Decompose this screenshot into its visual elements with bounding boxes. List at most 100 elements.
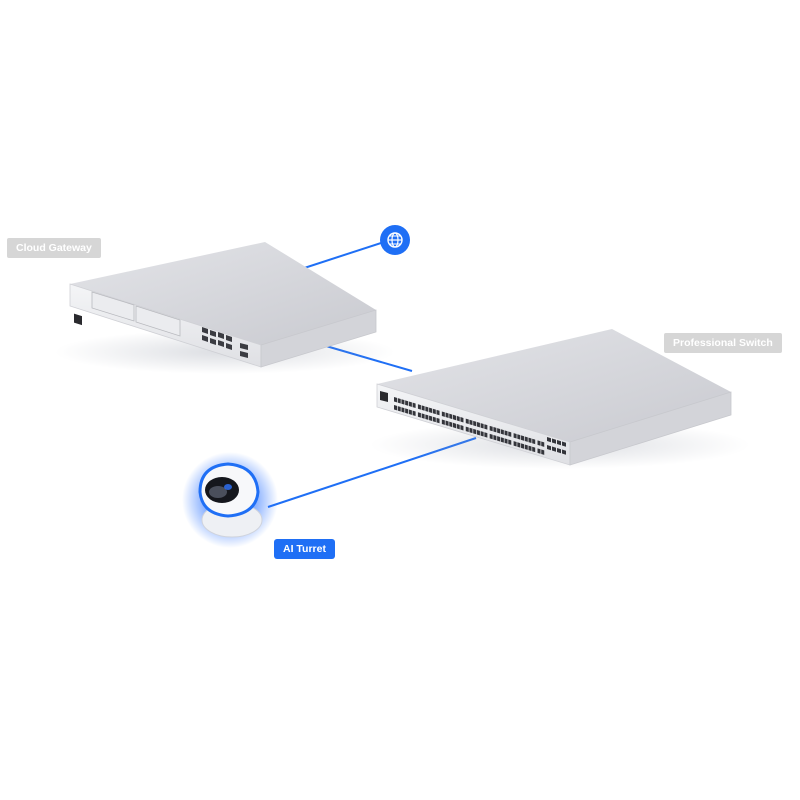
switch-power-port xyxy=(380,391,388,402)
link-gateway-internet xyxy=(291,241,385,273)
switch-port xyxy=(508,431,512,437)
switch-port xyxy=(401,399,405,405)
switch-port xyxy=(456,423,460,430)
switch-port xyxy=(508,439,512,445)
switch-port xyxy=(441,411,445,417)
switch-port xyxy=(425,414,429,420)
switch-port xyxy=(521,435,525,441)
gateway-ports xyxy=(202,327,248,358)
switch-port xyxy=(453,422,456,429)
switch-port xyxy=(497,428,501,434)
switch-port xyxy=(394,405,397,411)
switch-ports xyxy=(394,397,566,455)
globe-icon xyxy=(380,225,410,255)
switch-port xyxy=(532,438,536,445)
switch-sfp-port xyxy=(557,440,561,446)
switch-port xyxy=(473,428,477,435)
switch-port xyxy=(449,413,453,420)
switch-port xyxy=(484,432,488,438)
label-ai-turret: AI Turret xyxy=(274,539,335,559)
switch-sfp-port xyxy=(562,449,566,455)
switch-sfp-port xyxy=(547,445,551,451)
switch-sfp-port xyxy=(552,446,556,452)
switch-port xyxy=(489,425,493,432)
switch-port xyxy=(504,430,508,436)
switch-port xyxy=(405,408,409,414)
label-cloud-gateway: Cloud Gateway xyxy=(7,238,101,258)
switch-port xyxy=(436,409,440,416)
switch-port xyxy=(524,444,528,450)
switch-sfp-port xyxy=(562,441,566,447)
switch-port xyxy=(421,413,425,419)
switch-sfp-port xyxy=(547,437,551,443)
switch-port xyxy=(417,412,421,418)
switch-port xyxy=(473,420,477,427)
switch-port xyxy=(421,405,425,411)
switch-port xyxy=(476,430,480,436)
switch-port xyxy=(500,429,504,435)
switch-port xyxy=(484,424,488,430)
switch-port xyxy=(476,422,480,428)
switch-port xyxy=(432,408,436,415)
switch-port xyxy=(432,416,436,423)
switch-port xyxy=(532,446,536,453)
gateway-power-port xyxy=(74,313,82,326)
switch-port xyxy=(524,436,528,442)
switch-port xyxy=(537,440,541,446)
switch-port xyxy=(408,409,412,415)
switch-port xyxy=(429,407,433,413)
switch-port xyxy=(397,398,401,404)
drive-bay-1 xyxy=(91,291,135,322)
switch-port xyxy=(469,419,473,426)
switch-port xyxy=(460,417,464,423)
switch-port xyxy=(528,437,532,443)
switch-port xyxy=(517,442,521,448)
switch-port xyxy=(493,427,497,433)
switch-port xyxy=(480,431,484,437)
switch-port xyxy=(465,426,469,433)
switch-port xyxy=(456,415,460,422)
switch-port xyxy=(521,443,525,449)
switch-port xyxy=(441,419,445,425)
switch-port xyxy=(408,401,412,407)
cloud-gateway-device xyxy=(55,242,395,374)
switch-port xyxy=(513,441,517,447)
switch-port xyxy=(425,406,429,412)
switch-port xyxy=(394,397,397,403)
switch-port xyxy=(397,406,401,412)
drive-bay-2 xyxy=(135,305,181,337)
switch-port xyxy=(500,437,504,443)
switch-port xyxy=(541,449,545,455)
switch-port xyxy=(541,441,545,447)
switch-port xyxy=(445,412,449,418)
switch-port xyxy=(528,445,532,451)
professional-switch-device xyxy=(370,329,750,469)
switch-port xyxy=(405,400,409,406)
switch-port xyxy=(453,414,456,421)
switch-port xyxy=(513,433,517,439)
switch-port xyxy=(517,434,521,440)
switch-port xyxy=(436,417,440,424)
switch-port xyxy=(401,407,405,413)
label-professional-switch: Professional Switch xyxy=(664,333,782,353)
switch-port xyxy=(412,410,416,416)
switch-port xyxy=(497,436,501,442)
switch-port xyxy=(504,438,508,444)
switch-port xyxy=(537,448,541,454)
switch-port xyxy=(417,404,421,410)
switch-port xyxy=(465,418,469,425)
switch-port xyxy=(412,402,416,408)
switch-port xyxy=(445,420,449,426)
switch-port xyxy=(469,427,473,434)
switch-port xyxy=(480,423,484,429)
switch-port xyxy=(449,421,453,428)
switch-port xyxy=(429,415,433,421)
switch-port xyxy=(460,425,464,431)
ai-turret-device xyxy=(182,452,278,548)
switch-sfp-port xyxy=(552,438,556,444)
switch-port xyxy=(489,433,493,440)
switch-port xyxy=(493,435,497,441)
switch-sfp-port xyxy=(557,448,561,454)
